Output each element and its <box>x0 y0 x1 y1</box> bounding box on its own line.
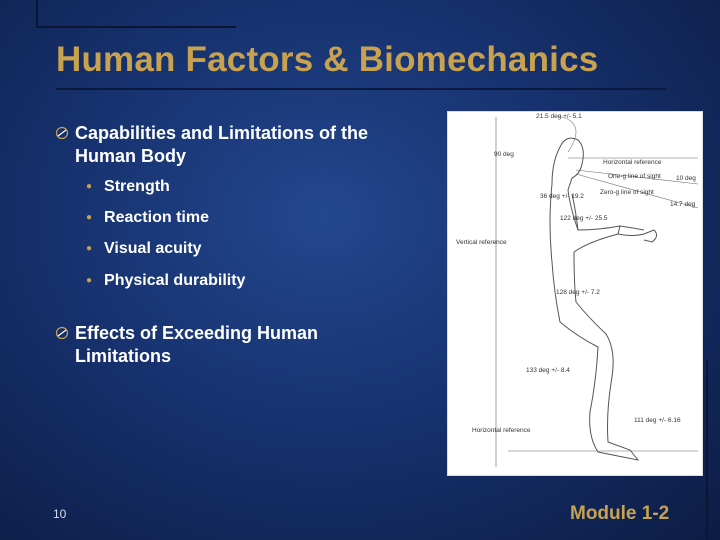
body-outline <box>549 137 658 461</box>
sub-item-physical-durability-text: Physical durability <box>104 272 246 289</box>
sub-bullet-dot-icon: ● <box>86 181 93 192</box>
label-angle-14-7: 14.7 deg <box>670 201 696 208</box>
sub-item-reaction-time-text: Reaction time <box>104 209 209 226</box>
sub-item-visual-acuity: ● Visual acuity <box>86 239 202 261</box>
posture-figure-svg: 21.5 deg +/- 5.1 90 deg Horizontal refer… <box>456 113 699 467</box>
label-hip-angle: 128 deg +/- 7.2 <box>556 289 600 296</box>
zero-g-line-of-sight <box>575 173 699 209</box>
neck-arc <box>557 115 577 153</box>
sub-bullet-dot-icon: ● <box>86 212 93 223</box>
sub-item-reaction-time: ● Reaction time <box>86 208 209 230</box>
one-g-line-of-sight <box>575 169 699 185</box>
label-angle-10: 10 deg <box>676 175 696 182</box>
sub-bullet-dot-icon: ● <box>86 275 93 286</box>
label-top-angle: 21.5 deg +/- 5.1 <box>536 113 582 120</box>
bullet-exceeding-limitations: Effects of Exceeding Human Limitations <box>55 322 415 370</box>
neutral-body-posture-diagram: 21.5 deg +/- 5.1 90 deg Horizontal refer… <box>447 111 703 476</box>
sub-item-visual-acuity-text: Visual acuity <box>104 240 202 257</box>
decor-horizontal-line-top <box>36 26 236 28</box>
label-vertical-reference: Vertical reference <box>456 239 507 246</box>
bullet-capabilities-text: Capabilities and Limitations of the Huma… <box>75 123 369 166</box>
label-horizontal-reference-bottom: Horizontal reference <box>472 427 531 434</box>
label-elbow-angle: 122 deg +/- 25.5 <box>560 215 608 222</box>
bullet-exceeding-limitations-text: Effects of Exceeding Human Limitations <box>75 323 319 366</box>
sub-bullet-dot-icon: ● <box>86 243 93 254</box>
sub-item-physical-durability: ● Physical durability <box>86 271 245 293</box>
sub-item-strength-text: Strength <box>104 178 170 195</box>
label-neck-angle: 90 deg <box>494 151 514 158</box>
bullet-capabilities: Capabilities and Limitations of the Huma… <box>55 122 415 170</box>
label-shoulder-angle: 36 deg +/- 19.2 <box>540 193 584 200</box>
title-underline <box>56 88 666 90</box>
label-zero-g-line: Zero-g line of sight <box>600 189 654 196</box>
label-horizontal-reference-top: Horizontal reference <box>603 159 662 166</box>
label-knee-angle: 133 deg +/- 8.4 <box>526 367 570 374</box>
bullet-swirl-icon <box>55 326 69 340</box>
module-label: Module 1-2 <box>570 503 670 524</box>
page-number: 10 <box>53 507 67 521</box>
slide-title: Human Factors & Biomechanics <box>56 40 599 79</box>
label-one-g-line: One-g line of sight <box>608 173 661 180</box>
label-ankle-angle: 111 deg +/- 6.16 <box>634 417 681 424</box>
decor-vertical-line-left <box>36 0 38 28</box>
decor-vertical-line-right <box>706 360 708 540</box>
sub-item-strength: ● Strength <box>86 177 170 199</box>
bullet-swirl-icon <box>55 126 69 140</box>
